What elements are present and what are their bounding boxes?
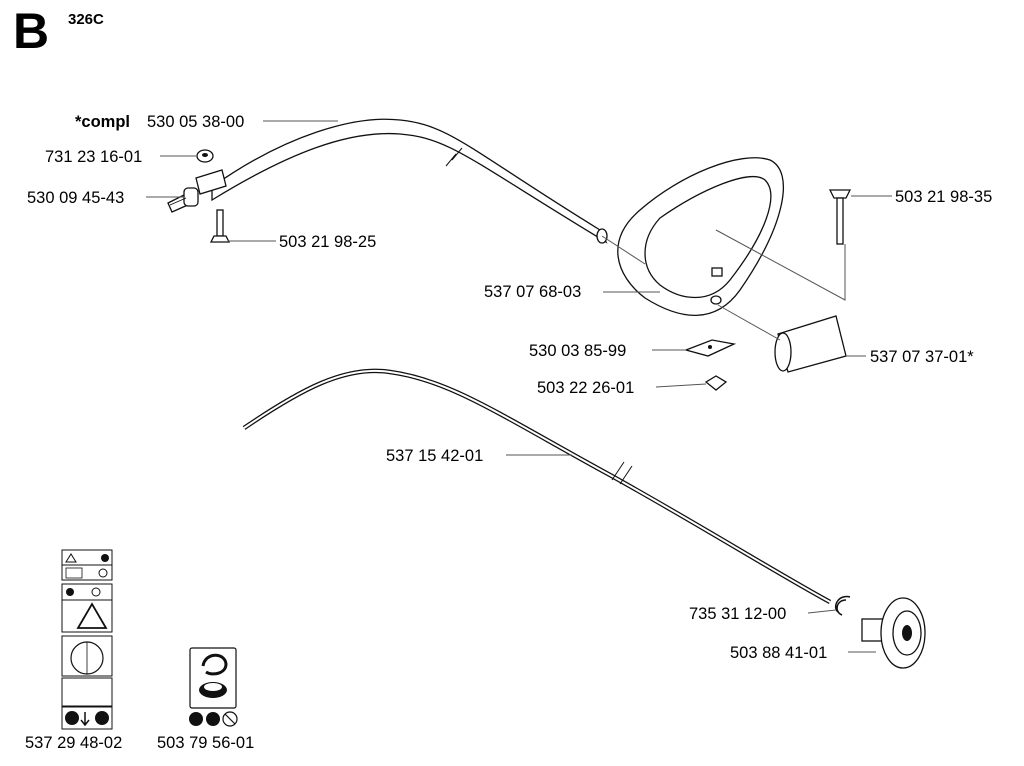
callout-nut: 731 23 16-01 — [45, 148, 142, 166]
drive-shaft[interactable] — [242, 368, 832, 604]
leader-lines — [146, 120, 892, 653]
callout-handle: 537 07 68-03 — [484, 283, 581, 301]
upper-shaft-tube[interactable] — [211, 118, 608, 244]
bearing-housing[interactable] — [861, 597, 926, 669]
callout-shaft-compl: 530 05 38-00 — [147, 113, 244, 131]
warning-triangle-icon — [65, 553, 77, 563]
no-entry-icon — [65, 711, 109, 725]
callout-grip-sleeve: 537 07 37-01* — [870, 348, 974, 366]
ce-mark-icon — [98, 568, 108, 578]
callout-bearing-housing: 503 88 41-01 — [730, 644, 827, 662]
callout-throttle-end: 530 09 45-43 — [27, 189, 124, 207]
section-letter: B — [13, 3, 50, 59]
callout-retaining-clip: 735 31 12-00 — [689, 605, 786, 623]
callout-screw-left: 503 21 98-25 — [279, 233, 376, 251]
callout-bracket: 530 03 85-99 — [529, 342, 626, 360]
model-number: 326C — [68, 11, 104, 28]
screw-left[interactable] — [209, 209, 231, 243]
grip-sleeve[interactable] — [774, 315, 847, 373]
decal-sheet[interactable] — [61, 549, 113, 730]
callout-screw-right: 503 21 98-35 — [895, 188, 992, 206]
callout-shaft-compl-prefix: *compl — [75, 113, 130, 131]
nut[interactable] — [196, 149, 214, 163]
callout-wing-nut: 503 22 26-01 — [537, 379, 634, 397]
bracket[interactable] — [683, 339, 737, 357]
throttle-cable-end[interactable] — [167, 187, 199, 213]
callout-decal-sheet: 537 29 48-02 — [25, 734, 122, 752]
loop-handle[interactable] — [617, 157, 784, 316]
wing-nut[interactable] — [704, 375, 728, 391]
ear-protection-icon — [101, 554, 109, 562]
trimmer-decal[interactable] — [189, 647, 238, 727]
tube-clamp — [195, 169, 227, 195]
retaining-clip[interactable] — [834, 595, 851, 616]
trimmer-head-icon — [199, 653, 228, 698]
callout-trimmer-decal: 503 79 56-01 — [157, 734, 254, 752]
callout-drive-shaft: 537 15 42-01 — [386, 447, 483, 465]
screw-right[interactable] — [828, 189, 852, 245]
